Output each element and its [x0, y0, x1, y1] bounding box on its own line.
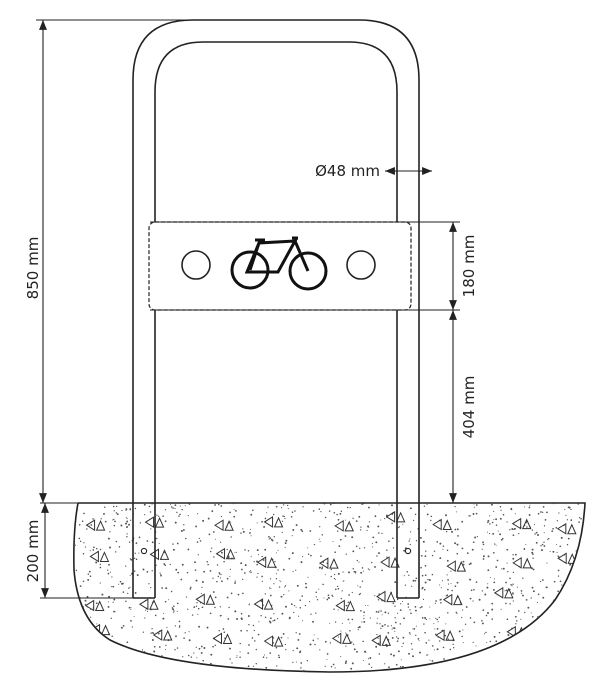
- anchor-hole: [404, 547, 412, 555]
- ground-concrete: [40, 502, 586, 673]
- dim-label-404: 404 mm: [460, 376, 478, 439]
- mount-hole: [346, 250, 376, 280]
- bicycle-icon: [230, 236, 328, 291]
- dim-diameter: Ø48 mm: [315, 162, 432, 180]
- concrete-texture: [73, 503, 585, 672]
- dim-label-200: 200 mm: [24, 520, 42, 583]
- dim-label-850: 850 mm: [24, 237, 42, 300]
- dim-label-180: 180 mm: [460, 235, 478, 298]
- dim-850: 850 mm: [24, 19, 190, 503]
- dim-200: 200 mm: [24, 503, 140, 599]
- sign-plate: [148, 221, 460, 311]
- dim-label-diameter: Ø48 mm: [315, 162, 380, 180]
- anchor-hole: [140, 547, 148, 555]
- mount-hole: [181, 250, 211, 280]
- dim-404: 404 mm: [449, 310, 478, 503]
- dim-180: 180 mm: [449, 222, 478, 310]
